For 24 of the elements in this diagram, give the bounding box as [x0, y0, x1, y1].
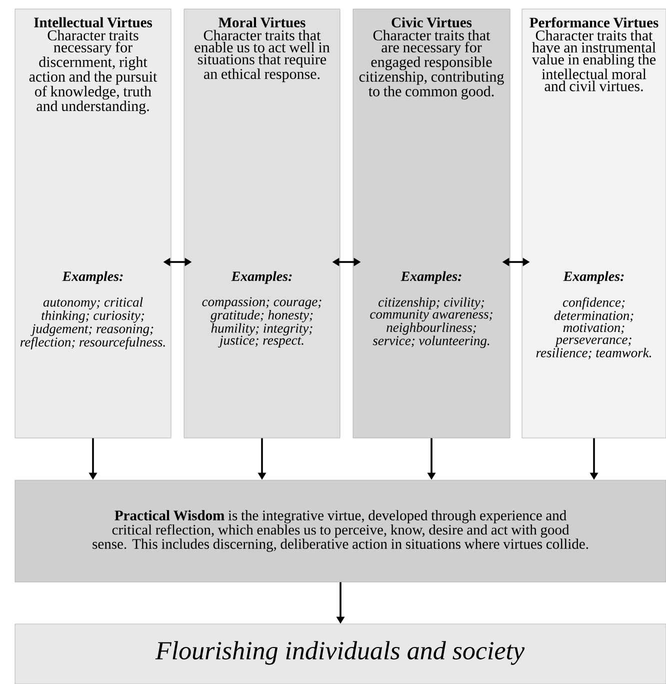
outcome-box — [14, 624, 666, 684]
column-heading: Performance Virtues — [530, 17, 658, 28]
column-heading: Moral Virtues — [218, 17, 306, 28]
description-text: Character traits that have an instrumental value in enabling the intellectual moral and civil virtues. — [532, 30, 656, 92]
column-heading: Civic Virtues — [392, 17, 472, 28]
column-heading: Intellectual Virtues — [34, 17, 152, 28]
description-text: Character traits that enable us to act well in situations that require an ethical response. — [194, 30, 330, 82]
examples-list: confidence; determination; motivation; perseverance; resilience; teamwork. — [536, 297, 651, 360]
examples-heading: Examples: — [563, 271, 624, 284]
examples-heading: Examples: — [231, 271, 292, 284]
summary-text: Practical Wisdom is the integrative virtue, developed through experience and critical reflection, which enables us to perceive, know, desire and act with good sense. This includes discerning, deliberative action in situations where virtues collide. — [92, 510, 588, 552]
column-panel — [184, 8, 340, 438]
column-panel — [352, 8, 510, 438]
examples-heading: Examples: — [400, 271, 462, 284]
examples-heading: Examples: — [62, 271, 123, 284]
column-panel — [14, 8, 172, 438]
examples-list: citizenship; civility; community awareness; neighbourliness; service; volunteering. — [370, 297, 492, 348]
summary-box — [14, 480, 666, 582]
examples-list: compassion; courage; gratitude; honesty; humility; integrity; justice; respect. — [202, 297, 322, 348]
outcome-text: Flourishing individuals and society — [155, 641, 525, 665]
description-text: Character traits that are necessary for engaged responsible citizenship, contributing to the common good. — [359, 30, 504, 100]
description-text: Character traits necessary for discernment, right action and the pursuit of knowledge, truth and understanding. — [29, 30, 158, 114]
examples-list: autonomy; critical thinking; curiosity; judgement; reasoning; reflection; resourcefulness. — [20, 297, 165, 350]
column-panel — [522, 8, 666, 438]
